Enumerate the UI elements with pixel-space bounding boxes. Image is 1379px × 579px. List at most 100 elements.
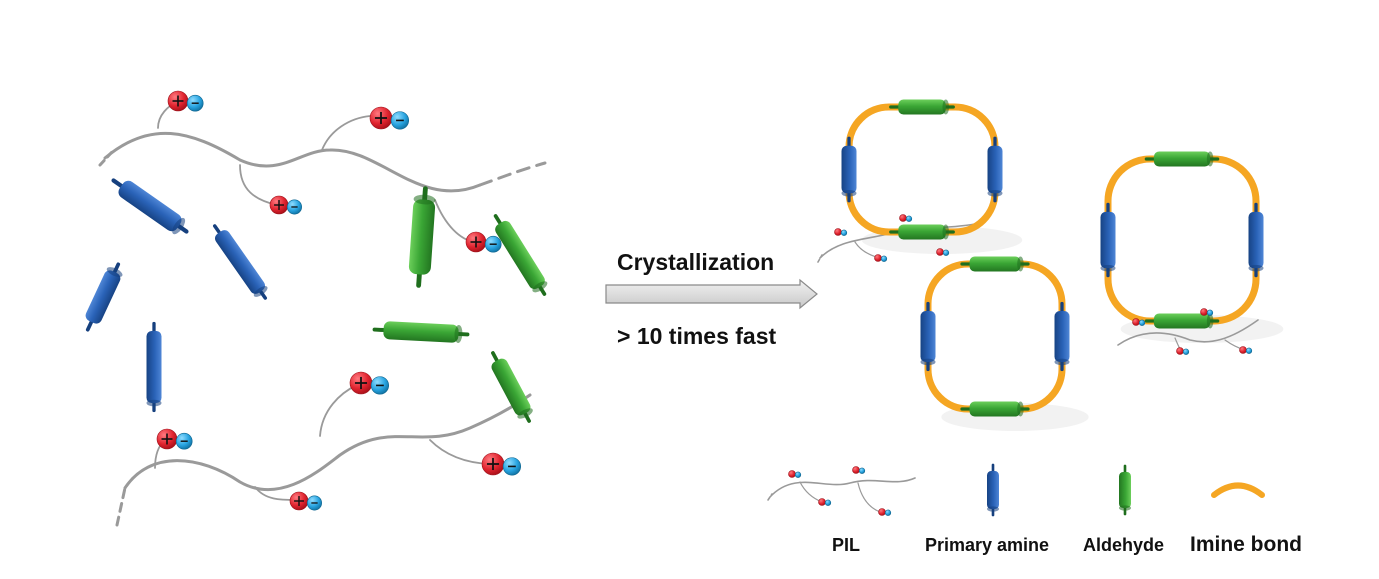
ring-3-amine-right [1248,202,1264,278]
ring-1-aldehyde-bottom-body [898,224,946,240]
ion-pair-right-8-anion [1245,347,1253,354]
ion-pair-right-3-cation [874,254,882,262]
ring-3-amine-left-end [1100,264,1116,272]
legend-amine-label: Primary amine [925,535,1050,555]
legend-pil-label: PIL [832,535,861,555]
chain-upper-branch-3 [239,164,278,206]
ring-1-aldehyde-top [889,99,955,115]
amine-rod-1 [111,178,189,235]
legend-ion-pair-3-cation [818,498,826,506]
ring-2-amine-left-end [920,358,936,366]
amine-rod-4-body [146,331,162,403]
legend-imine-label: Imine bond [1190,533,1302,556]
legend-imine-arc [1211,482,1265,498]
ring-3-aldehyde-bottom [1144,313,1220,329]
polymer-chains [98,100,1259,527]
ring-3-aldehyde-top-end [1206,151,1214,167]
aldehyde-rod-1-end [413,194,436,205]
legend-aldehyde-rod-body [1119,472,1131,508]
legend-ion-pair-3-anion [824,499,832,506]
ring-1-aldehyde-bottom [889,224,955,240]
amine-rod-3-end [106,267,123,278]
ring-2-aldehyde-top-body [969,256,1021,272]
ring-3-amine-right-end [1248,264,1264,272]
ring-3-amine-left-body [1100,211,1116,269]
ion-pair-right-4-cation [936,248,944,256]
ring-2-amine-left-body [920,311,936,362]
ring-1-aldehyde-top-end [942,99,950,115]
ring-1-amine-right-body [987,145,1003,194]
ring-1-amine-left-body [841,145,857,194]
ion-pair-right-5-cation [1132,318,1140,326]
ring-3-aldehyde-bottom-end [1206,313,1214,329]
ion-pair-right-3-anion [880,255,888,262]
chain-lower-branch-4 [429,439,491,465]
aldehyde-rod-2-end [532,281,548,293]
amine-rod-2-body [214,230,266,294]
aldehyde-rod-3-end [454,324,463,343]
chain-upper-end-dash [98,150,114,167]
ring-1-amine-left [841,136,857,203]
amine-rod-1-end [172,217,186,235]
pil-chain-right-1-end [817,254,823,263]
ring-3-imine-loop [1104,155,1260,325]
ion-pair-right-8-cation [1239,346,1247,354]
legend-ion-pair-1-anion [794,471,802,478]
chain-upper-backbone [103,131,482,193]
ring-2-amine-right [1054,301,1070,372]
aldehyde-rod-2 [493,214,548,296]
legend-pil-branch [857,482,881,513]
legend-ion-pair-4-anion [884,509,892,516]
pil-chain-right-2 [1117,319,1259,346]
ring-3-aldehyde-bottom-body [1153,313,1211,329]
ring-1-imine-loop [845,103,999,236]
aldehyde-rod-2-body [495,220,545,290]
amine-rod-1-body [118,180,182,232]
ion-pair-right-2-anion [905,215,913,222]
ring-2-aldehyde-bottom-body [969,401,1021,417]
crystal-rings [841,99,1265,498]
arrow-top-label: Crystallization [617,249,775,275]
monomer-rods [85,178,1131,517]
ring-1-amine-left-end [841,189,857,197]
ion-pairs [156,90,1253,516]
legend-ion-pair-2-anion [858,467,866,474]
legend-ion-pair-4-cation [878,508,886,516]
ring-2-imine-loop [924,260,1066,413]
ion-pair-right-5-anion [1138,319,1146,326]
ring-1-amine-right-end [987,189,1003,197]
ion-pair-right-1-anion [840,229,848,236]
aldehyde-rod-1-body [408,199,436,275]
legend-aldehyde-rod-end [1119,505,1131,511]
ring-3-aldehyde-top-body [1153,151,1211,167]
aldehyde-rod-4 [491,351,533,423]
chain-lower-backbone [123,393,532,492]
chain-lower-end-dash [115,486,127,527]
ion-pair-right-6-anion [1206,309,1214,316]
ion-pair-right-7-cation [1176,347,1184,355]
aldehyde-rod-4-end [517,408,533,419]
legend-ion-pair-2-cation [852,466,860,474]
aldehyde-rod-4-body [491,358,531,416]
legend-ion-pair-1-cation [788,470,796,478]
amine-rod-2 [213,224,268,300]
chain-lower-branch-2 [319,384,358,437]
amine-rod-4-end [146,399,162,407]
ring-3-amine-right-body [1248,211,1264,269]
legend-amine-rod [987,463,999,517]
amine-rod-4 [146,321,162,413]
ring-2-aldehyde-top [960,256,1030,272]
ion-pair-right-6-cation [1200,308,1208,316]
legend-pil-branch-2 [799,481,823,503]
arrow-shape [605,278,818,310]
legend-pil-chain [769,477,916,498]
ring-2-aldehyde-bottom [960,401,1030,417]
legend-amine-rod-body [987,471,999,509]
chain-upper-branch-2 [321,115,371,151]
amine-rod-2-end [253,286,268,297]
aldehyde-rod-1 [408,186,436,288]
chain-upper-tail-dash [478,161,547,187]
legend-aldehyde-rod [1119,464,1131,516]
arrow-bottom-label: > 10 times fast [617,323,777,349]
